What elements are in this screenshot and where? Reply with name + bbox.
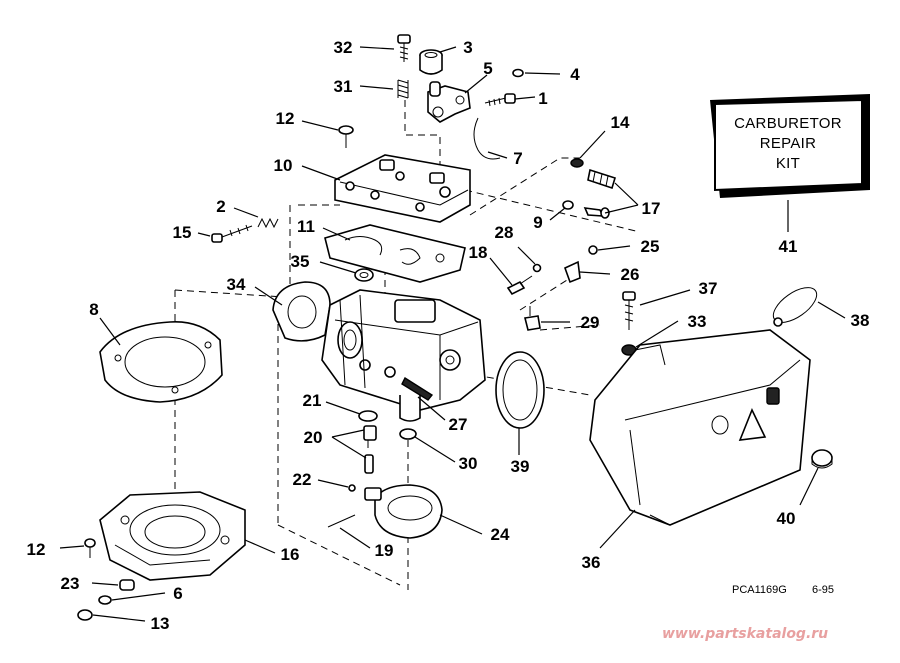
part-15-screw xyxy=(211,224,253,243)
callout-26: 26 xyxy=(621,265,640,284)
part-6-washer xyxy=(98,595,112,605)
part-30-washer xyxy=(399,428,417,440)
part-22-ball xyxy=(348,484,356,492)
callout-14: 14 xyxy=(611,113,630,132)
callout-3: 3 xyxy=(463,38,472,57)
part-36-silencer xyxy=(589,329,811,526)
part-34-gasket xyxy=(272,281,331,342)
callout-25: 25 xyxy=(641,237,660,256)
part-29-fitting xyxy=(524,306,541,331)
kit-label-line1: CARBURETOR xyxy=(734,115,842,132)
part-5-valve xyxy=(427,81,471,123)
callout-9: 9 xyxy=(533,213,542,232)
callout-34: 34 xyxy=(227,275,246,294)
part-35-nut xyxy=(354,268,374,282)
callout-5: 5 xyxy=(483,59,492,78)
part-21-washer xyxy=(358,410,378,422)
part-10-cover xyxy=(334,154,471,223)
part-38-clamp xyxy=(772,287,818,327)
part-24-float xyxy=(364,484,443,539)
part-11-gasket xyxy=(324,224,466,283)
part-20-jets xyxy=(363,425,377,474)
callout-15: 15 xyxy=(173,223,192,242)
kit-label-line3: KIT xyxy=(776,155,800,172)
leader-lines xyxy=(59,46,846,622)
part-28-ball xyxy=(532,263,542,273)
part-19-pin xyxy=(327,514,356,528)
callout-40: 40 xyxy=(777,509,796,528)
part-3-cap xyxy=(419,49,443,75)
callout-numbers: 32 3 5 4 31 1 12 14 7 10 17 2 9 11 15 28… xyxy=(27,38,870,633)
parts-illustration: CARBURETOR REPAIR KIT xyxy=(77,34,870,621)
part-8-gasket xyxy=(99,321,223,403)
part-25-ball xyxy=(588,245,598,255)
kit-label-line2: REPAIR xyxy=(760,135,817,152)
callout-21: 21 xyxy=(303,391,322,410)
part-32-screw xyxy=(397,34,411,62)
carburetor-body xyxy=(321,289,486,422)
part-1-screw xyxy=(484,93,516,107)
part-4-oring xyxy=(512,68,524,78)
callout-22: 22 xyxy=(293,470,312,489)
callout-39: 39 xyxy=(511,457,530,476)
callout-24: 24 xyxy=(491,525,510,544)
callout-18: 18 xyxy=(469,243,488,262)
part-2-spring xyxy=(257,217,279,229)
diagram-date: 6-95 xyxy=(812,584,834,596)
part-39-oring xyxy=(495,351,545,429)
part-12-screw-bottom xyxy=(84,538,96,558)
part-18-needle xyxy=(506,275,533,296)
callout-31: 31 xyxy=(334,77,353,96)
callout-20: 20 xyxy=(304,428,323,447)
callout-27: 27 xyxy=(449,415,468,434)
callout-17: 17 xyxy=(642,199,661,218)
callout-8: 8 xyxy=(89,300,98,319)
part-37-screw xyxy=(622,291,636,330)
callout-37: 37 xyxy=(699,279,718,298)
part-7-linkage xyxy=(473,117,501,160)
callout-33: 33 xyxy=(688,312,707,331)
part-23-screw xyxy=(119,579,135,591)
callout-30: 30 xyxy=(459,454,478,473)
callout-1: 1 xyxy=(538,89,547,108)
watermark: www.partskatalog.ru xyxy=(662,626,828,642)
part-9-plug xyxy=(562,200,574,210)
part-13-plug xyxy=(77,609,93,621)
part-26-clip xyxy=(564,260,581,284)
callout-28: 28 xyxy=(495,223,514,242)
callout-23: 23 xyxy=(61,574,80,593)
callout-10: 10 xyxy=(274,156,293,175)
callout-4: 4 xyxy=(570,65,580,84)
callout-7: 7 xyxy=(513,149,522,168)
callout-38: 38 xyxy=(851,311,870,330)
part-40-plug xyxy=(811,449,833,469)
callout-16: 16 xyxy=(281,545,300,564)
callout-6: 6 xyxy=(173,584,182,603)
callout-13: 13 xyxy=(151,614,170,633)
callout-12-bottom: 12 xyxy=(27,540,46,559)
callout-41: 41 xyxy=(779,237,798,256)
diagram-code: PCA1169G xyxy=(732,584,787,596)
callout-2: 2 xyxy=(216,197,225,216)
part-12-screw-top xyxy=(338,125,354,148)
part-17-screws xyxy=(583,168,616,219)
callout-29: 29 xyxy=(581,313,600,332)
repair-kit-box: CARBURETOR REPAIR KIT xyxy=(710,94,870,198)
callout-36: 36 xyxy=(582,553,601,572)
callout-32: 32 xyxy=(334,38,353,57)
part-31-spring xyxy=(397,79,409,99)
callout-12-top: 12 xyxy=(276,109,295,128)
part-16-float-bowl xyxy=(99,491,246,581)
callout-11: 11 xyxy=(297,217,315,236)
part-14-washer xyxy=(570,158,584,168)
callout-35: 35 xyxy=(291,252,310,271)
callout-19: 19 xyxy=(375,541,394,560)
